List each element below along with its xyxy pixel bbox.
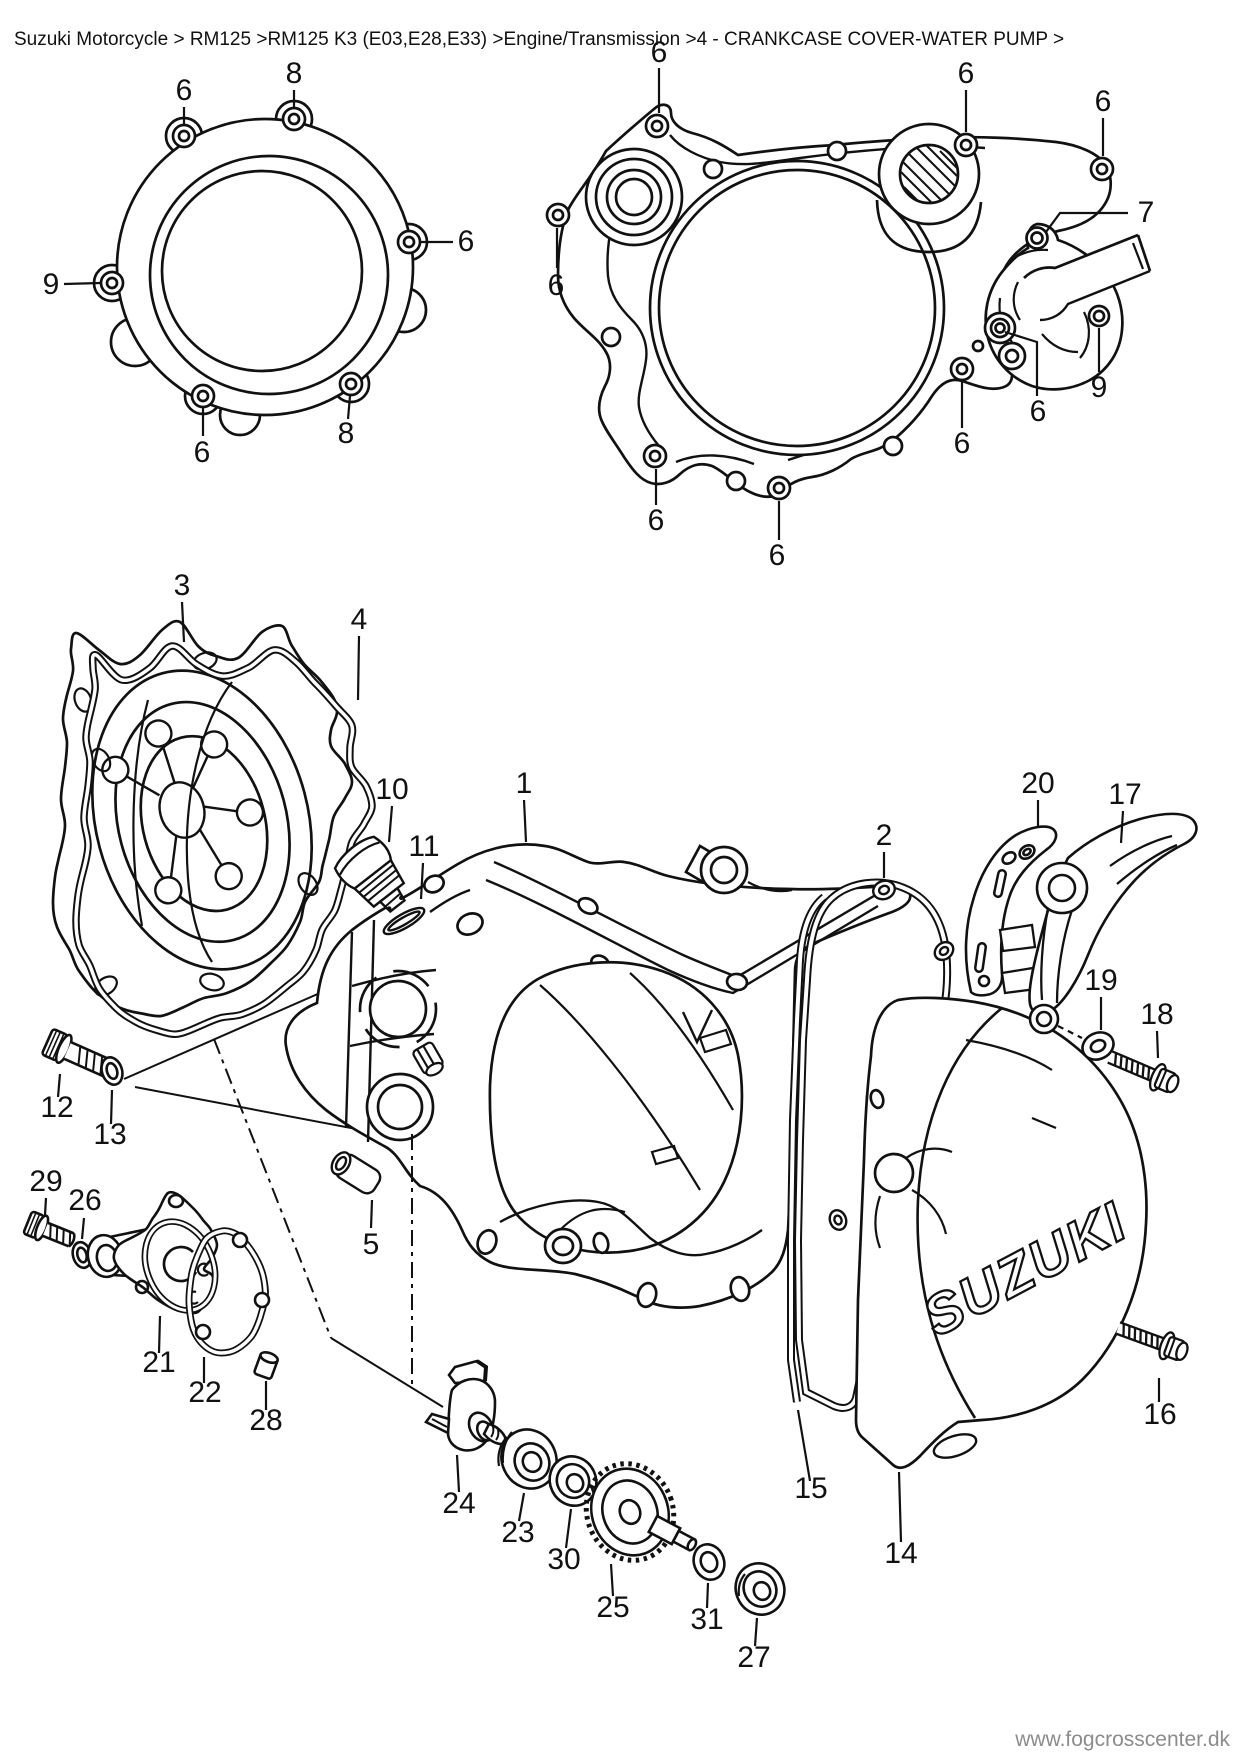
svg-text:6: 6 <box>1030 395 1047 428</box>
svg-text:6: 6 <box>194 436 211 469</box>
svg-text:5: 5 <box>363 1228 380 1261</box>
svg-text:10: 10 <box>375 773 408 806</box>
svg-text:24: 24 <box>442 1487 475 1520</box>
svg-text:4: 4 <box>351 603 368 636</box>
svg-text:1: 1 <box>516 767 533 800</box>
svg-text:14: 14 <box>884 1537 917 1570</box>
svg-text:29: 29 <box>29 1165 62 1198</box>
svg-text:16: 16 <box>1143 1398 1176 1431</box>
svg-text:6: 6 <box>176 74 193 107</box>
svg-text:12: 12 <box>40 1091 73 1124</box>
svg-text:11: 11 <box>408 830 439 863</box>
svg-text:13: 13 <box>93 1118 126 1151</box>
svg-text:Suzuki Motorcycle > RM125 >RM1: Suzuki Motorcycle > RM125 >RM125 K3 (E03… <box>14 29 1064 50</box>
svg-text:6: 6 <box>648 504 665 537</box>
svg-text:6: 6 <box>954 427 971 460</box>
svg-text:3: 3 <box>174 569 191 602</box>
svg-text:6: 6 <box>769 539 786 572</box>
svg-text:23: 23 <box>501 1516 534 1549</box>
svg-text:6: 6 <box>458 225 475 258</box>
svg-text:22: 22 <box>188 1376 221 1409</box>
svg-text:6: 6 <box>1095 85 1112 118</box>
svg-text:19: 19 <box>1084 964 1117 997</box>
svg-text:6: 6 <box>548 269 565 302</box>
svg-text:27: 27 <box>737 1641 770 1674</box>
svg-text:6: 6 <box>651 36 668 69</box>
svg-text:9: 9 <box>43 268 60 301</box>
svg-text:6: 6 <box>958 57 975 90</box>
svg-text:18: 18 <box>1140 998 1173 1031</box>
svg-text:2: 2 <box>876 819 893 852</box>
svg-text:8: 8 <box>286 57 303 90</box>
svg-text:15: 15 <box>794 1472 827 1505</box>
svg-text:20: 20 <box>1021 767 1054 800</box>
svg-text:25: 25 <box>596 1591 629 1624</box>
svg-text:28: 28 <box>249 1404 282 1437</box>
svg-text:17: 17 <box>1108 778 1141 811</box>
svg-text:21: 21 <box>142 1346 175 1379</box>
svg-text:31: 31 <box>690 1603 723 1636</box>
svg-text:30: 30 <box>547 1543 580 1576</box>
svg-text:www.fogcrosscenter.dk: www.fogcrosscenter.dk <box>1014 1728 1230 1751</box>
svg-text:26: 26 <box>68 1184 101 1217</box>
svg-text:8: 8 <box>338 417 355 450</box>
svg-text:9: 9 <box>1091 371 1108 404</box>
svg-text:7: 7 <box>1138 196 1155 229</box>
